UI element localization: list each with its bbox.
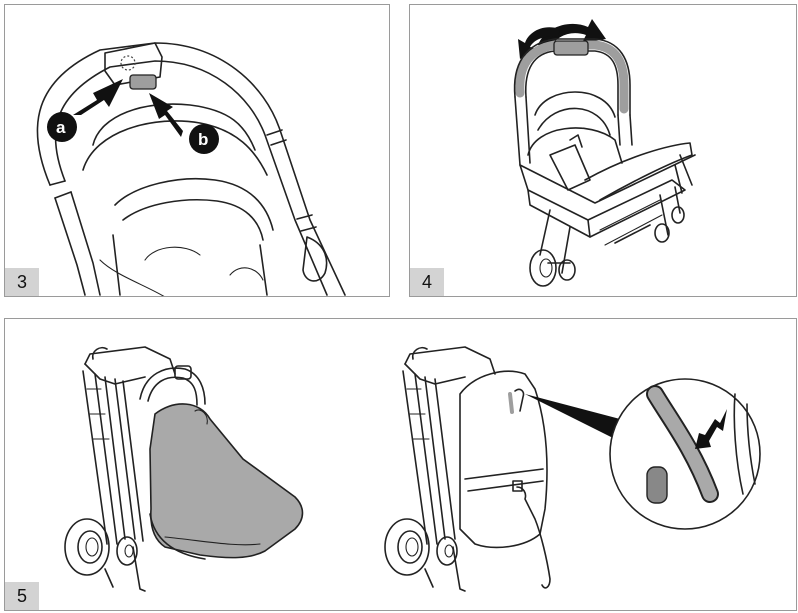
step-3-illustration: a b — [5, 5, 390, 297]
button-a-icon[interactable] — [121, 56, 135, 70]
slider-b-icon[interactable] — [130, 75, 156, 89]
step-5-panel: 5 — [4, 318, 797, 611]
arrow-a-icon — [73, 79, 123, 115]
canopy-cover — [150, 404, 303, 558]
rear-wheel — [530, 250, 556, 286]
folded-stroller-with-bag — [385, 347, 550, 591]
callout-a: a — [47, 112, 77, 142]
step-number-3: 3 — [5, 268, 39, 296]
step-4-illustration — [410, 5, 797, 297]
step-number-5: 5 — [5, 582, 39, 610]
svg-text:a: a — [56, 118, 66, 137]
callout-b: b — [189, 124, 219, 154]
arrow-b-icon — [149, 93, 183, 137]
step-5-illustration — [5, 319, 797, 611]
step-4-panel: 4 — [409, 4, 797, 297]
svg-text:b: b — [198, 130, 208, 149]
step-3-panel: a b 3 — [4, 4, 390, 297]
step-number-4: 4 — [410, 268, 444, 296]
detail-pointer — [525, 394, 620, 439]
strap-pocket-icon — [647, 467, 667, 503]
folded-stroller-with-canopy — [65, 347, 303, 591]
magnified-detail — [610, 379, 760, 529]
